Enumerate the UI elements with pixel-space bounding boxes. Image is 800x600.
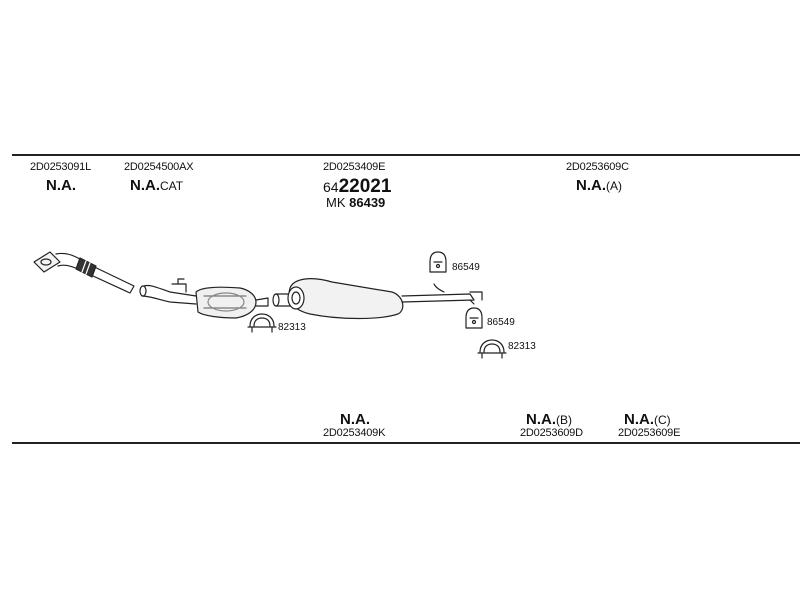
catalytic-converter-icon (139, 278, 269, 319)
part-number-hanger-2: 86549 (487, 317, 515, 328)
part-code-catalyst: 2D0254500AX (124, 161, 194, 173)
na-label-rear-pipe: N.A.(A) (576, 177, 622, 194)
hanger-icon (429, 251, 447, 273)
front-pipe-icon (33, 251, 135, 294)
clamp-icon (477, 339, 507, 359)
part-code-rear-variant-b: 2D0253609D (520, 427, 583, 439)
part-code-rear-pipe: 2D0253609C (566, 161, 629, 173)
alt-number-middle-silencer: 6422021 (323, 176, 392, 197)
clamp-icon (247, 313, 277, 333)
bottom-divider-line (12, 442, 800, 444)
part-code-rear-variant-c: 2D0253609E (618, 427, 681, 439)
hanger-icon (465, 307, 483, 329)
part-number-hanger-1: 86549 (452, 262, 480, 273)
part-code-middle-silencer: 2D0253409E (323, 161, 386, 173)
na-label-silencer-variant: N.A. (340, 411, 370, 428)
part-code-silencer-variant: 2D0253409K (323, 427, 386, 439)
na-label-front-pipe: N.A. (46, 177, 76, 194)
na-label-rear-variant-b: N.A.(B) (526, 411, 572, 428)
part-number-clamp-1: 82313 (278, 322, 306, 333)
part-code-front-pipe: 2D0253091L (30, 161, 92, 173)
top-divider-line (12, 154, 800, 156)
na-label-rear-variant-c: N.A.(C) (624, 411, 671, 428)
part-number-clamp-2: 82313 (508, 341, 536, 352)
mk-number-middle-silencer: MK 86439 (326, 195, 386, 210)
na-label-catalyst: N.A.CAT (130, 177, 184, 194)
middle-silencer-icon (272, 278, 483, 320)
